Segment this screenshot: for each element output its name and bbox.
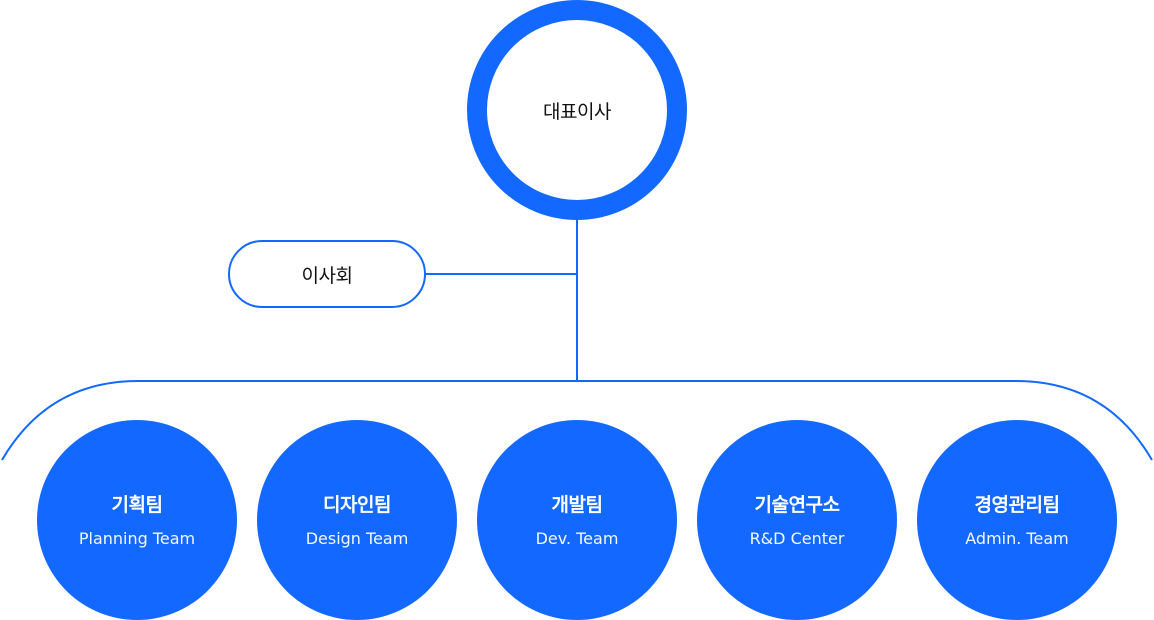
team-name-en: Dev. Team [535,529,619,548]
team-name-ko: 디자인팀 [323,494,391,516]
team-name-en: Planning Team [78,529,196,548]
team-arc-line [1,380,1153,461]
team-node-dev: 개발팀 Dev. Team [477,420,677,620]
team-name-ko: 기획팀 [111,494,163,516]
team-node-planning: 기획팀 Planning Team [37,420,237,620]
team-name-ko: 기술연구소 [754,494,840,516]
ceo-label: 대표이사 [543,100,611,123]
team-name-en: Design Team [305,529,409,548]
team-node-admin: 경영관리팀 Admin. Team [917,420,1117,620]
team-name-ko: 개발팀 [551,494,603,516]
team-name-ko: 경영관리팀 [974,494,1060,516]
board-node: 이사회 [228,240,426,308]
team-name-en: R&D Center [749,529,845,548]
ceo-node: 대표이사 [467,0,687,220]
team-name-en: Admin. Team [965,529,1069,548]
team-node-rnd: 기술연구소 R&D Center [697,420,897,620]
board-label: 이사회 [301,264,353,287]
team-node-design: 디자인팀 Design Team [257,420,457,620]
